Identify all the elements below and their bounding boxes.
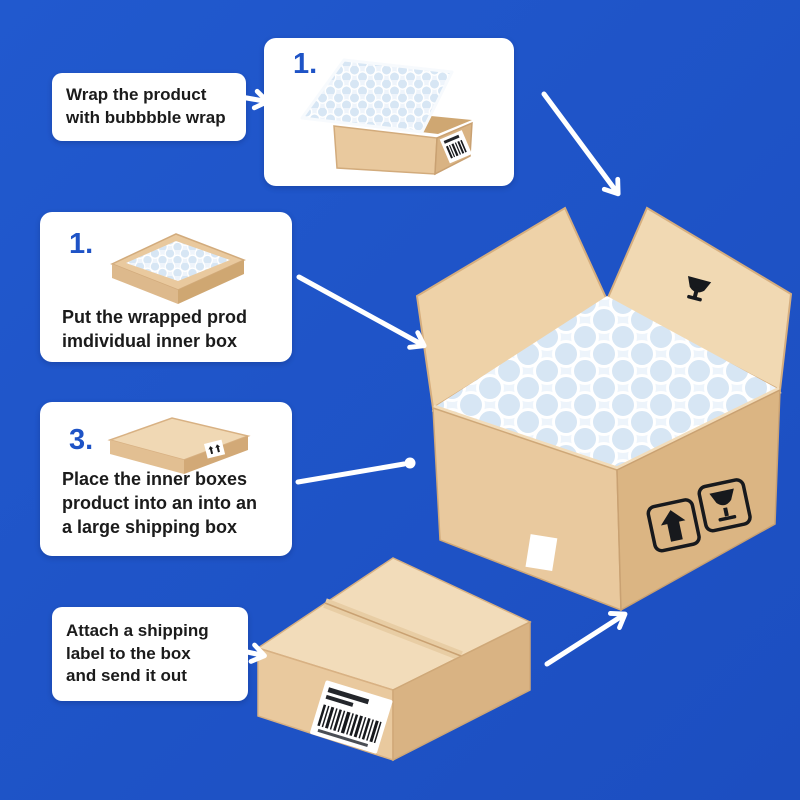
- box-front-right-face: [616, 388, 781, 612]
- step-text-line: Put the wrapped prod: [62, 307, 248, 327]
- bubble-wrap-sheet: [300, 58, 454, 134]
- step-number: 1.: [293, 48, 318, 80]
- step-text-line: Place the inner boxes: [62, 469, 248, 489]
- box-front-right-face: [392, 620, 531, 762]
- tray-right-face: [178, 260, 244, 304]
- closed-box-illustration: [107, 417, 251, 474]
- shipping-label: [310, 680, 393, 754]
- fragile-glass-box-icon: [697, 478, 752, 533]
- bubble-wrap-box-illustration: [300, 58, 473, 176]
- inner-box-illustration: [110, 233, 246, 304]
- step-card-bubble-wrap-box: 1.: [264, 38, 514, 186]
- bubble-wrap-fill: [433, 296, 780, 470]
- step-text-line: a large shipping box: [62, 516, 238, 537]
- fragile-glass-icon: [687, 276, 712, 302]
- step-text-line: and send it out: [66, 666, 187, 686]
- step-card-attach-label: Attach a shipping label to the box and s…: [52, 607, 248, 701]
- step-text: Put the wrapped prod imdividual inner bo…: [62, 306, 247, 354]
- step-text-line: label to the box: [66, 643, 191, 663]
- step-number: 3.: [69, 424, 94, 456]
- fragile-icons-group: [646, 478, 752, 553]
- step-text-line: Attach a shipping: [66, 621, 209, 641]
- step-text-line: product into an into an: [62, 492, 257, 513]
- up-arrow-icon: [208, 444, 221, 455]
- step-card-wrap-product: Wrap the product with bubbbble wrap: [52, 73, 246, 141]
- fragile-label: [204, 439, 226, 459]
- barcode: [445, 139, 467, 159]
- box-label: [439, 130, 472, 164]
- small-label: [525, 534, 558, 571]
- step-text-line: imdividual inner box: [62, 330, 238, 351]
- large-open-shipping-box-illustration: [415, 206, 793, 612]
- step-text-line: Wrap the product: [66, 85, 207, 105]
- arrow-illustration-to-bigbox: [541, 91, 621, 197]
- barcode: [317, 704, 382, 744]
- step-text-line: with bubbbble wrap: [66, 108, 226, 127]
- step-card-inner-box: 1. Put the wrapped prod imdividual inner…: [40, 212, 292, 362]
- step-card-large-box: 3. Place the inner boxes product into an…: [40, 402, 292, 556]
- bubble-wrap-fill: [126, 241, 230, 281]
- step-text: Place the inner boxes product into an in…: [62, 468, 257, 539]
- this-side-up-icon: [660, 510, 686, 542]
- step-number: 1.: [69, 228, 94, 260]
- sealed-shipping-box-illustration: [256, 557, 532, 762]
- tray-left-face: [112, 264, 178, 304]
- box-left-face: [110, 440, 184, 474]
- arrow-box-to-bigbox: [544, 611, 628, 667]
